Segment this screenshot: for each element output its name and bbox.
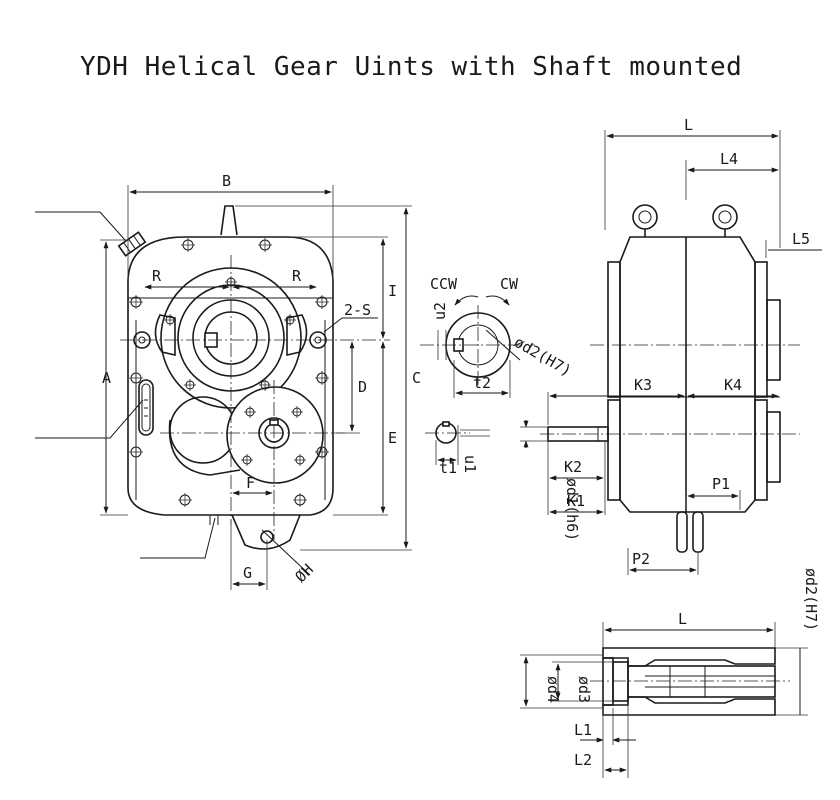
dim-u1-label: u1 — [461, 455, 479, 473]
leader-d2 — [485, 329, 521, 361]
housing-outline — [127, 236, 334, 516]
dim-t2-label: t2 — [473, 374, 491, 392]
dim-d2-label: ød2(H7) — [511, 333, 575, 380]
dim-K4-label: K4 — [724, 376, 742, 394]
dim-I-label: I — [388, 282, 397, 300]
dim-R-left-label: R — [152, 267, 162, 285]
dim-E-label: E — [388, 429, 397, 447]
left-lobe — [154, 314, 176, 357]
rotation-ccw-label: CCW — [430, 275, 458, 293]
rotation-cw-label: CW — [500, 275, 519, 293]
dim-hollow-L-label: L — [678, 610, 687, 628]
side-cover-left-bottom — [607, 399, 621, 501]
label-2S: 2-S — [344, 301, 371, 319]
dim-B-label: B — [222, 172, 231, 190]
eyebolt-left — [632, 204, 658, 230]
torque-pin-1 — [676, 511, 688, 553]
dim-K3-label: K3 — [634, 376, 652, 394]
intermediate-gear-cover — [169, 396, 237, 464]
torque-pin-2 — [692, 511, 704, 553]
input-shaft-key — [442, 421, 450, 427]
input-gear-cover — [226, 386, 324, 484]
dim-A-label: A — [102, 369, 111, 387]
dim-R-right-label: R — [292, 267, 302, 285]
right-lobe — [286, 314, 308, 357]
leader-breather — [35, 211, 126, 241]
hollow-inner-bore — [627, 665, 776, 698]
dim-hollow-d2-label: ød2(H7) — [802, 568, 820, 631]
dim-D-label: D — [358, 378, 367, 396]
dim-H-label: ØH — [292, 560, 318, 586]
dim-d3-label: ød3 — [575, 676, 593, 703]
dim-K1-label: K1 — [567, 492, 585, 510]
eyebolt-right — [712, 204, 738, 230]
dim-L2-label: L2 — [574, 751, 592, 769]
leader-oil-gauge — [35, 399, 144, 439]
shaft-sections: CCW CW u2 ød2(H7) t2 t1 u1 — [420, 275, 575, 477]
ccw-arrow — [454, 295, 479, 306]
dim-d4-label: ød4 — [544, 676, 562, 703]
side-view: L L4 L5 — [520, 116, 822, 575]
lower-lobe-outline — [168, 419, 241, 476]
side-housing — [619, 236, 756, 513]
leader-drain — [140, 517, 216, 559]
dim-F-label: F — [246, 474, 255, 492]
hollow-sleeve-top — [602, 647, 776, 667]
hollow-shaft-view: L ød2(H7) ød4 ød3 L1 — [520, 568, 820, 778]
lifting-lug-top — [220, 205, 238, 236]
dim-P2-label: P2 — [632, 550, 650, 568]
side-cover-left-top — [607, 261, 621, 398]
dim-G-label: G — [243, 564, 252, 582]
side-cover-right-bottom-boss — [766, 411, 781, 483]
dim-L1-label: L1 — [574, 721, 592, 739]
hollow-end-ring — [612, 661, 629, 702]
side-cover-right-top — [754, 261, 768, 398]
dim-L5-label: L5 — [792, 230, 810, 248]
dim-u2-label: u2 — [431, 302, 449, 320]
front-view: B R R 2-S A I C D E F G — [35, 172, 421, 590]
leader-H — [261, 529, 311, 576]
cw-arrow — [485, 295, 510, 306]
dim-L-label: L — [684, 116, 693, 134]
dim-P1-label: P1 — [712, 475, 730, 493]
dim-t1-label: t1 — [439, 459, 457, 477]
dim-C-label: C — [412, 369, 421, 387]
side-cover-right-bottom — [754, 399, 768, 501]
dim-K2-label: K2 — [564, 458, 582, 476]
drawing-title: YDH Helical Gear Uints with Shaft mounte… — [80, 52, 742, 82]
oil-sight-gauge — [138, 379, 154, 436]
dim-L4-label: L4 — [720, 150, 738, 168]
torque-arm — [231, 514, 301, 550]
hollow-end-cap — [602, 657, 614, 706]
side-cover-right-boss — [766, 299, 781, 381]
leader-2S — [323, 317, 378, 333]
hollow-sleeve-bottom — [602, 696, 776, 716]
breather-plug — [117, 231, 147, 257]
